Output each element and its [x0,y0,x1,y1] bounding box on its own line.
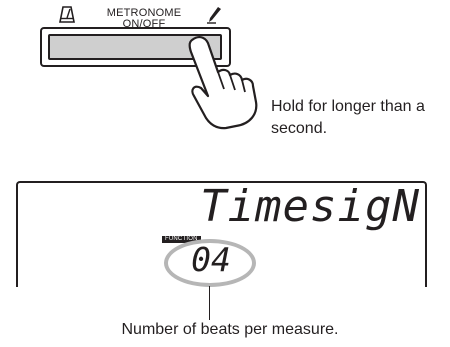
lcd-beats-value: 04 [176,240,246,280]
hold-instruction: Hold for longer than a second. [271,96,446,140]
pointing-hand-icon [170,34,280,130]
metronome-icon [58,6,76,24]
lcd-function-name: TimesigN [170,183,420,231]
beats-caption: Number of beats per measure. [115,320,345,340]
pen-icon [206,6,222,24]
callout-leader-line [209,286,210,320]
lcd-cutoff [14,287,430,293]
